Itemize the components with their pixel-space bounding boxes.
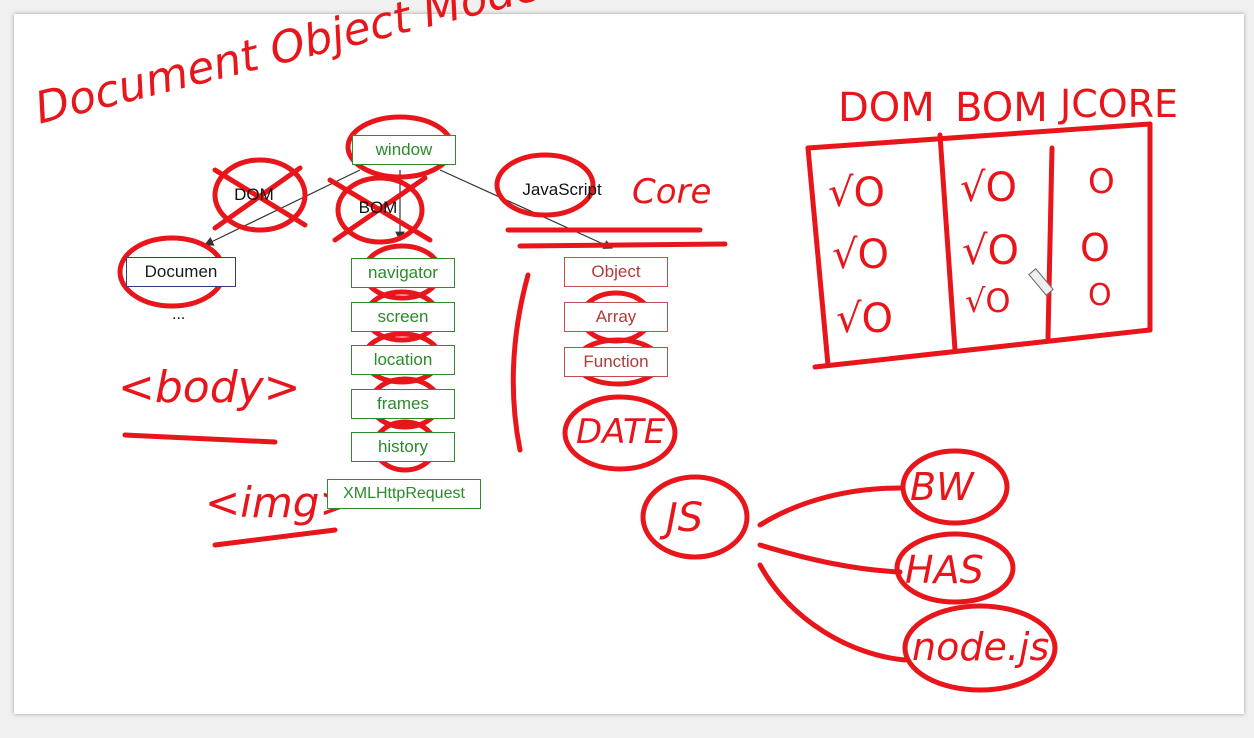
- ink-table-left: [805, 145, 831, 368]
- node-screen: screen: [351, 302, 455, 332]
- connector-window-core: [439, 169, 614, 249]
- table-cell: √O: [836, 296, 893, 342]
- date-handwriting: DATE: [576, 412, 666, 452]
- node-window: window: [352, 135, 456, 165]
- node-function: Function: [564, 347, 668, 377]
- table-cell: O: [1088, 162, 1115, 202]
- ink-circle-bw: [900, 448, 1010, 526]
- ink-underline-core: [505, 227, 728, 249]
- js-handwriting: JS: [666, 495, 704, 541]
- node-xmlhttprequest: XMLHttpRequest: [327, 479, 481, 509]
- ink-branch-node: [757, 562, 908, 663]
- core-handwriting: Core: [632, 172, 712, 212]
- ink-bracket: [510, 272, 531, 453]
- ink-underline-body: [122, 432, 278, 445]
- ink-circle-dom: [212, 157, 308, 233]
- ink-branch-has: [757, 542, 903, 575]
- ink-circle-date: [562, 394, 678, 472]
- target-bw: BW: [910, 465, 974, 509]
- ink-table-top: [805, 121, 1153, 151]
- node-location: location: [351, 345, 455, 375]
- node-dom: DOM: [234, 185, 274, 204]
- node-frames: frames: [351, 389, 455, 419]
- body-tag-handwriting: <body>: [118, 362, 301, 413]
- node-javascript: JavaScript: [522, 180, 602, 199]
- ink-cross-bom: [327, 175, 433, 243]
- table-cell: √O: [960, 165, 1017, 211]
- ink-circle-node: [902, 603, 1058, 693]
- table-cell: √O: [962, 228, 1019, 274]
- table-header-dom: DOM: [838, 85, 935, 131]
- ink-circle-bom: [335, 175, 425, 245]
- table-header-bom: BOM: [955, 85, 1048, 131]
- target-has: HAS: [905, 548, 984, 592]
- ink-cross-dom: [212, 165, 308, 231]
- node-object: Object: [564, 257, 668, 287]
- ink-table-bottom: [812, 327, 1153, 370]
- node-array: Array: [564, 302, 668, 332]
- node-bom: BOM: [358, 198, 398, 217]
- node-document: Documen: [126, 257, 236, 287]
- ink-table-divider-2: [1045, 145, 1055, 341]
- node-history: history: [351, 432, 455, 462]
- target-nodejs: node.js: [912, 625, 1050, 669]
- table-header-jcore: JCORE: [1060, 82, 1179, 126]
- ink-branch-bw: [757, 485, 903, 528]
- ink-circle-core: [494, 152, 596, 218]
- ink-circle-js: [640, 474, 750, 560]
- table-cell: O: [1088, 278, 1112, 313]
- document-ellipsis: ...: [172, 306, 186, 323]
- ink-underline-img: [212, 527, 338, 548]
- table-cell: √O: [828, 170, 885, 216]
- ink-table-divider-1: [937, 132, 958, 353]
- table-cell: √O: [832, 232, 889, 278]
- table-cell: O: [1080, 226, 1110, 270]
- table-cell: √O: [965, 282, 1011, 320]
- ink-circle-has: [894, 531, 1016, 605]
- node-navigator: navigator: [351, 258, 455, 288]
